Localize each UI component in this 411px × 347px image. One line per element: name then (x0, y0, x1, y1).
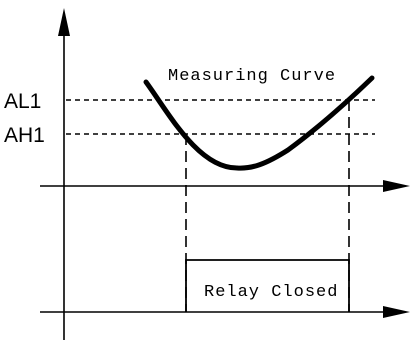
relay-closed-label: Relay Closed (204, 283, 338, 302)
al1-label: AL1 (4, 90, 41, 113)
vertical-axis-arrow (58, 8, 70, 36)
lower-horizontal-axis-arrow (383, 306, 410, 318)
measuring-curve (143, 75, 375, 171)
measuring-curve-label: Measuring Curve (168, 67, 336, 86)
upper-horizontal-axis-arrow (383, 180, 410, 192)
ah1-label: AH1 (4, 124, 45, 147)
relay-closed-pulse (185, 259, 350, 312)
